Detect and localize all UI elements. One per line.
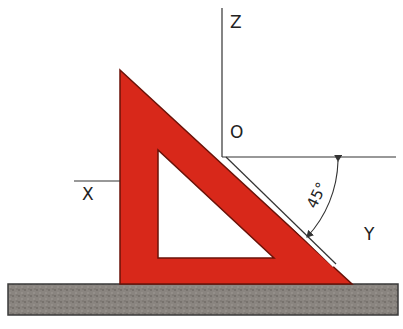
axis-label: Z [230,14,242,31]
x-axis [74,180,120,181]
axis-label: X [82,186,94,203]
z-axis [221,8,222,157]
angle-label: 45° [304,179,330,211]
y-axis [226,157,336,264]
set-square [120,70,352,284]
table-base [8,284,398,315]
axis-label: Y [364,226,374,243]
horizontal-line [222,156,396,157]
origin-label: O [230,124,243,141]
y-axis-highlight [224,159,334,266]
